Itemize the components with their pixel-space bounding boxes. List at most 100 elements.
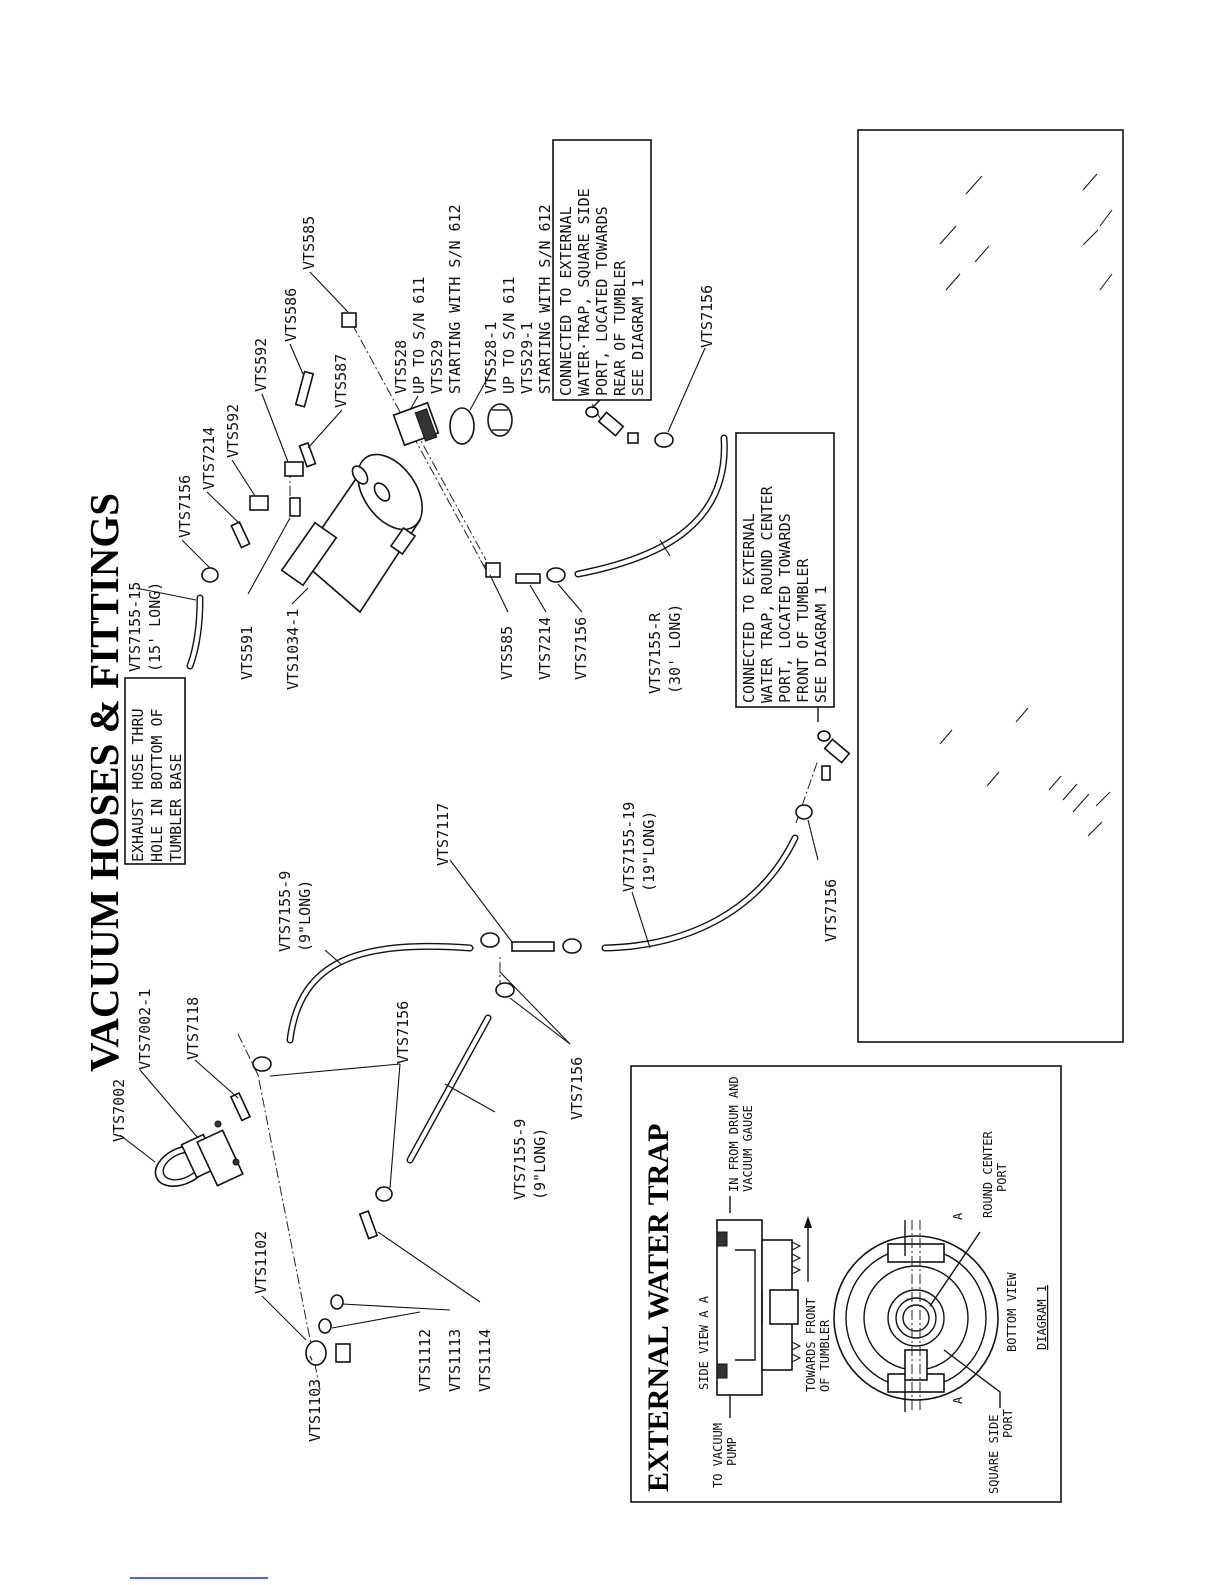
front-direction-arrowhead bbox=[804, 1216, 812, 1228]
fitting-vts587 bbox=[298, 441, 317, 468]
label-vts7156-left: VTS7156 bbox=[394, 1001, 412, 1064]
label-vts7002: VTS7002 bbox=[110, 1079, 128, 1142]
svg-text:PORT, LOCATED TOWARDS: PORT, LOCATED TOWARDS bbox=[776, 513, 794, 703]
label-vts592-a: VTS592 bbox=[224, 404, 242, 458]
svg-text:EXHAUST HOSE THRU: EXHAUST HOSE THRU bbox=[129, 708, 147, 862]
round-center-label: ROUND CENTER bbox=[981, 1131, 995, 1218]
label-vts1103: VTS1103 bbox=[306, 1379, 324, 1442]
section-a-top: A bbox=[951, 1212, 965, 1220]
water-trap-title: EXTERNAL WATER TRAP bbox=[642, 1124, 675, 1492]
trap-elbow-square-side bbox=[585, 406, 639, 444]
label-vts528: VTS528 bbox=[392, 340, 410, 394]
label-vts591: VTS591 bbox=[238, 626, 256, 680]
label-vts7002-1: VTS7002-1 bbox=[136, 989, 154, 1070]
elbow-vts585 bbox=[341, 312, 501, 578]
label-vts7155-19: VTS7155-19 bbox=[620, 802, 638, 892]
label-vts1113: VTS1113 bbox=[446, 1329, 464, 1392]
label-vts529-1: VTS529-1 bbox=[518, 322, 536, 394]
fitting-vts591 bbox=[289, 497, 301, 517]
label-vts1102: VTS1102 bbox=[252, 1231, 270, 1294]
in-from-label: IN FROM DRUM AND bbox=[727, 1076, 741, 1192]
section-a-bottom: A bbox=[951, 1396, 965, 1404]
page-title: VACUUM HOSES & FITTINGS bbox=[81, 493, 127, 1072]
water-trap-bottom-view bbox=[833, 1220, 999, 1412]
fitting-vts7214 bbox=[230, 520, 541, 584]
part-labels: VTS7002 VTS7002-1 VTS7118 VTS7156 VTS715… bbox=[110, 204, 840, 1442]
water-trap-box bbox=[630, 1065, 1062, 1503]
fitting-vts586 bbox=[294, 370, 315, 408]
elbow-vts592 bbox=[249, 461, 304, 511]
towards-front-label: TOWARDS FRONT bbox=[804, 1298, 818, 1392]
label-vts7156-mid: VTS7156 bbox=[568, 1057, 586, 1120]
filter-housing-vts528 bbox=[392, 401, 440, 447]
notes-box bbox=[857, 129, 1124, 1043]
svg-text:TUMBLER BASE: TUMBLER BASE bbox=[167, 754, 185, 862]
label-vts7214-top: VTS7214 bbox=[200, 427, 218, 490]
note-square-port: CONNECTED TO EXTERNAL WATER·TRAP, SQUARE… bbox=[552, 139, 652, 409]
diagram-1-label: DIAGRAM 1 bbox=[1035, 1285, 1049, 1350]
to-vacuum-label: TO VACUUM bbox=[711, 1423, 725, 1488]
square-port-label: PORT bbox=[1001, 1409, 1015, 1438]
side-view-label: SIDE VIEW A A bbox=[697, 1295, 711, 1390]
svg-text:FRONT OF TUMBLER: FRONT OF TUMBLER bbox=[794, 558, 812, 703]
round-port-leader bbox=[929, 1231, 981, 1307]
svg-text:HOLE IN BOTTOM OF: HOLE IN BOTTOM OF bbox=[148, 708, 166, 862]
label-vts7156-right: VTS7156 bbox=[822, 879, 840, 942]
label-vts528-1: VTS528-1 bbox=[482, 322, 500, 394]
label-vts1034-1: VTS1034-1 bbox=[284, 609, 302, 690]
label-len-9-bottom: (9"LONG) bbox=[531, 1128, 549, 1200]
label-vts1112: VTS1112 bbox=[416, 1329, 434, 1392]
pump-label: PUMP bbox=[725, 1437, 739, 1466]
note-round-port: CONNECTED TO EXTERNAL WATER TRAP, ROUND … bbox=[735, 432, 835, 722]
clamp-vts7156-a bbox=[201, 432, 813, 1202]
label-vts1114: VTS1114 bbox=[476, 1329, 494, 1392]
label-vts587: VTS587 bbox=[332, 354, 350, 408]
hoses bbox=[186, 434, 799, 1164]
label-starting-612-b: STARTING WITH S/N 612 bbox=[536, 204, 554, 394]
gauge-label: VACUUM GAUGE bbox=[741, 1105, 755, 1192]
label-up-to-611-a: UP TO S/N 611 bbox=[410, 277, 428, 394]
svg-text:CONNECTED TO EXTERNAL: CONNECTED TO EXTERNAL bbox=[740, 513, 758, 703]
svg-text:SEE DIAGRAM 1: SEE DIAGRAM 1 bbox=[812, 586, 830, 703]
of-tumbler-label: OF TUMBLER bbox=[818, 1319, 832, 1392]
notes-box-marks bbox=[939, 173, 1113, 837]
label-len-15: (15' LONG) bbox=[146, 582, 164, 672]
water-trap-side-view bbox=[716, 1196, 802, 1418]
label-vts586: VTS586 bbox=[282, 288, 300, 342]
washers-vts1112-vts1113 bbox=[318, 1294, 344, 1334]
round-port-label: PORT bbox=[995, 1163, 1009, 1192]
svg-text:REAR OF TUMBLER: REAR OF TUMBLER bbox=[611, 260, 629, 396]
fitting-vts7117 bbox=[511, 941, 555, 952]
svg-text:WATER·TRAP, SQUARE SIDE: WATER·TRAP, SQUARE SIDE bbox=[575, 188, 593, 396]
square-side-label: SQUARE SIDE bbox=[987, 1415, 1001, 1494]
gauge-bracket bbox=[196, 1120, 244, 1187]
filter-element-vts528-1 bbox=[449, 403, 513, 445]
label-vts7155-9-bottom: VTS7155-9 bbox=[511, 1119, 529, 1200]
svg-text:SEE DIAGRAM 1: SEE DIAGRAM 1 bbox=[629, 279, 647, 396]
leader-lines bbox=[119, 271, 819, 1361]
trap-elbow-round-center bbox=[817, 730, 851, 781]
svg-text:PORT, LOCATED TOWARDS: PORT, LOCATED TOWARDS bbox=[593, 206, 611, 396]
note-exhaust: EXHAUST HOSE THRU HOLE IN BOTTOM OF TUMB… bbox=[124, 677, 186, 865]
label-vts585-bottom: VTS585 bbox=[498, 626, 516, 680]
label-vts7156-far-right: VTS7156 bbox=[698, 285, 716, 348]
fitting-vts1114 bbox=[358, 1210, 379, 1240]
svg-text:CONNECTED TO EXTERNAL: CONNECTED TO EXTERNAL bbox=[557, 206, 575, 396]
fitting-vts7118 bbox=[229, 1092, 252, 1122]
svg-text:WATER TRAP, ROUND CENTER: WATER TRAP, ROUND CENTER bbox=[758, 485, 776, 703]
label-starting-612-a: STARTING WITH S/N 612 bbox=[446, 204, 464, 394]
square-port-leader bbox=[943, 1349, 1001, 1408]
label-vts585-top: VTS585 bbox=[300, 216, 318, 270]
label-vts7155-r: VTS7155-R bbox=[646, 612, 664, 694]
label-vts7155-9-top: VTS7155-9 bbox=[276, 871, 294, 952]
label-len-19: (19"LONG) bbox=[640, 811, 658, 892]
label-vts529: VTS529 bbox=[428, 340, 446, 394]
label-len-30: (30' LONG) bbox=[666, 604, 684, 694]
label-vts7156-top: VTS7156 bbox=[176, 475, 194, 538]
label-vts7214-bottom: VTS7214 bbox=[536, 617, 554, 680]
fitting-vts1102-vts1103 bbox=[305, 1340, 351, 1366]
label-vts7118: VTS7118 bbox=[184, 997, 202, 1060]
label-vts592-b: VTS592 bbox=[252, 338, 270, 392]
vacuum-pump-vts1034-1 bbox=[280, 453, 423, 614]
label-len-9-top: (9"LONG) bbox=[296, 880, 314, 952]
